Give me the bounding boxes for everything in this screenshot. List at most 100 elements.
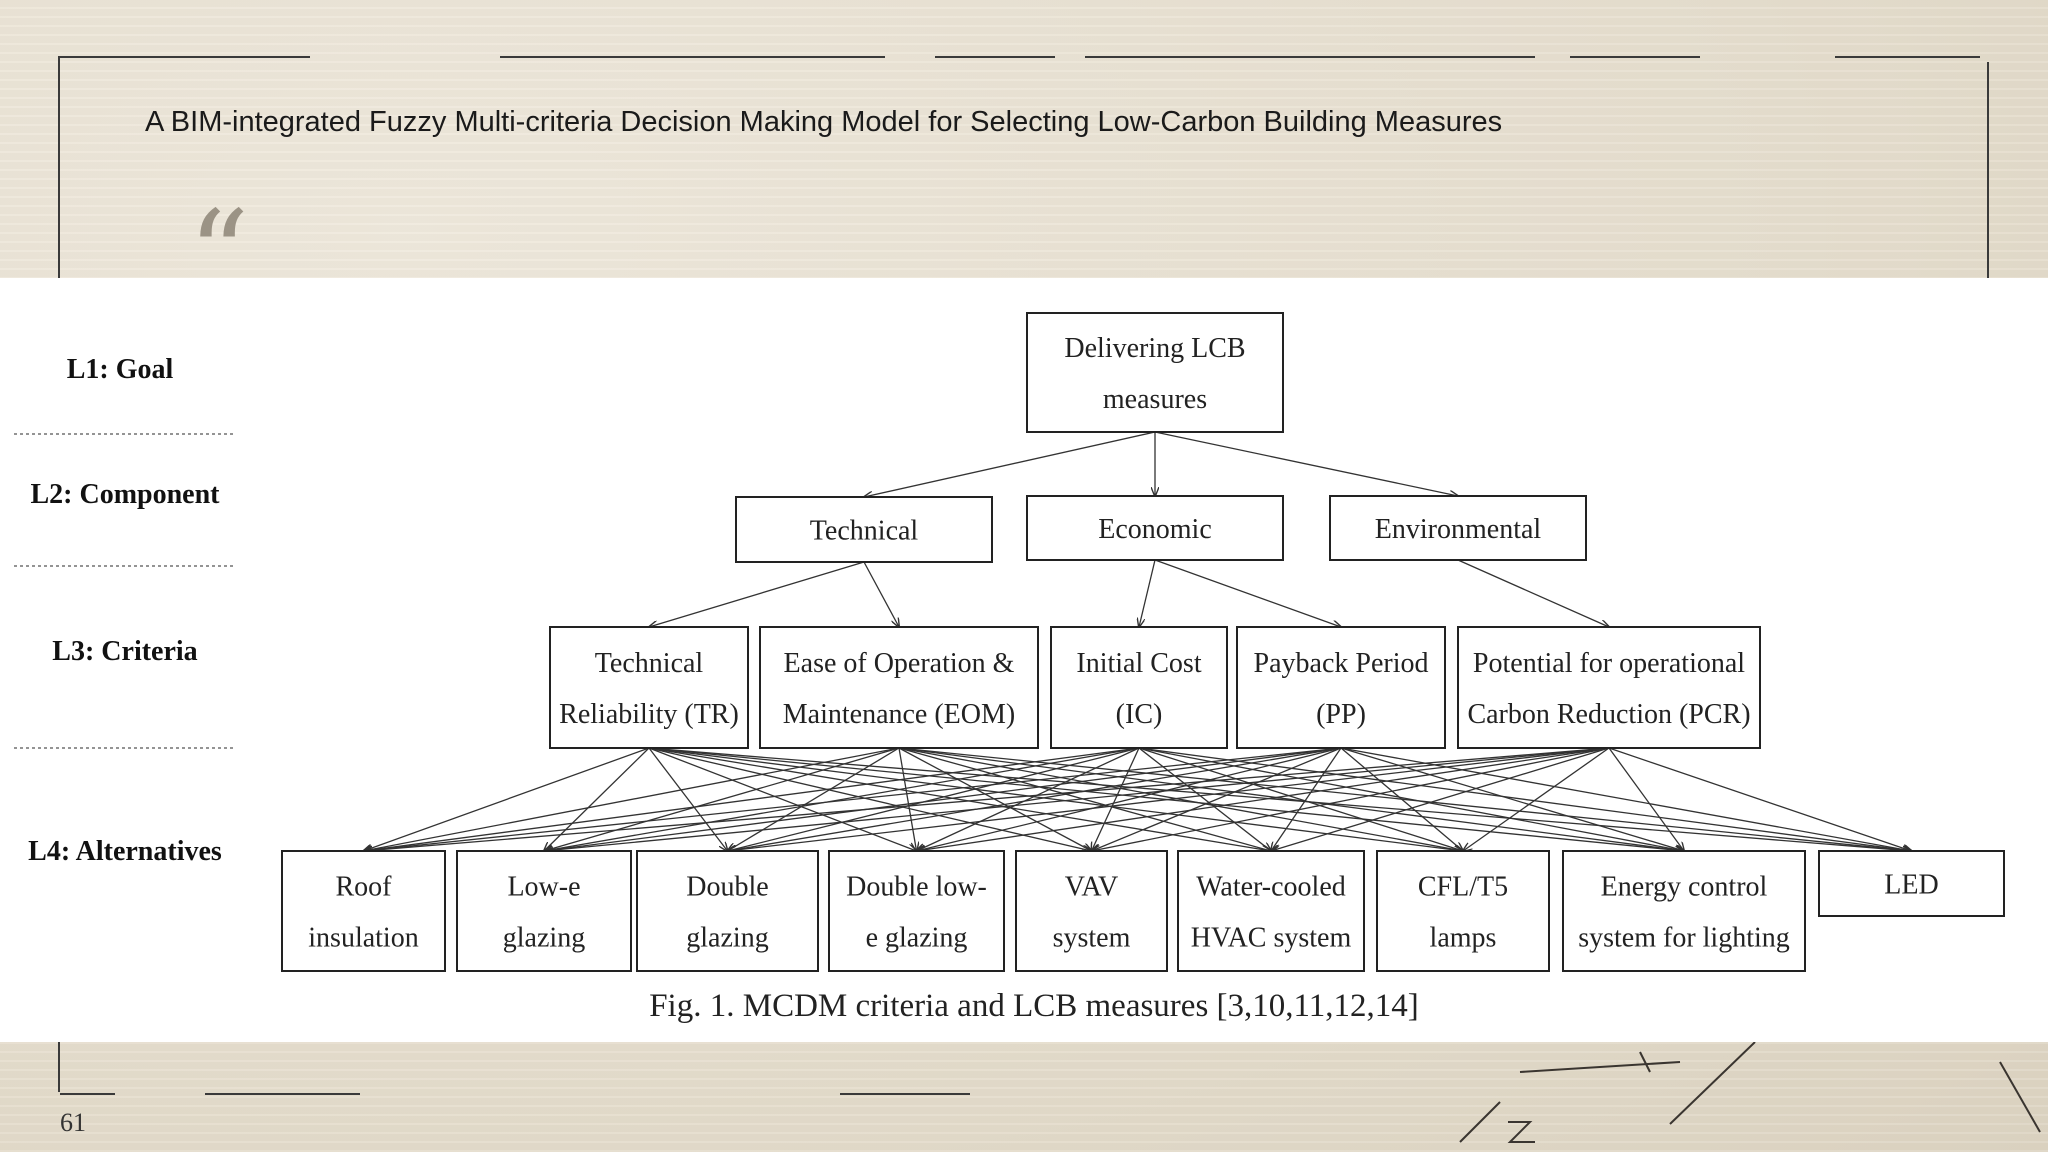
criterion-node: Initial Cost(IC) <box>1050 626 1228 749</box>
edge-criterion-to-alternative <box>544 747 1342 851</box>
frame-top-line-5 <box>1570 56 1700 58</box>
edge-criterion-to-alternative <box>1608 747 1912 851</box>
component-node-label: Environmental <box>1375 514 1542 545</box>
edge-criterion-to-alternative <box>728 747 1140 851</box>
alternative-node-label: Double <box>686 872 768 903</box>
edges-group <box>364 431 1912 851</box>
alternative-node-label: CFL/T5 <box>1418 872 1508 903</box>
frame-bottom-line-1 <box>60 1093 115 1095</box>
edge-criterion-to-alternative <box>648 747 728 851</box>
component-node: Economic <box>1026 495 1284 561</box>
mcdm-hierarchy-diagram: L1: Goal L2: Component L3: Criteria L4: … <box>14 312 2005 1024</box>
component-node: Environmental <box>1329 495 1587 561</box>
slide-title: A BIM-integrated Fuzzy Multi-criteria De… <box>145 106 1503 138</box>
frame-right-line <box>1987 62 1989 278</box>
criterion-node-box <box>1457 626 1761 749</box>
frame-top-line-3 <box>935 56 1055 58</box>
edge-criterion-to-alternative <box>1092 747 1140 851</box>
edge-component-to-criterion <box>863 561 899 627</box>
alternative-node-box <box>456 850 632 972</box>
alternative-node-box <box>1015 850 1168 972</box>
edge-criterion-to-alternative <box>648 747 1271 851</box>
edge-criterion-to-alternative <box>1463 747 1610 851</box>
alternative-node-label: system for lighting <box>1578 923 1790 954</box>
alternative-node-label: LED <box>1884 870 1938 901</box>
page-number: 61 <box>60 1108 86 1137</box>
alternative-node: Energy control system for lighting <box>1562 850 1806 972</box>
criterion-node-label: Ease of Operation & <box>784 648 1015 679</box>
level-label-component: L2: Component <box>30 479 220 510</box>
frame-bottom-line-2 <box>205 1093 360 1095</box>
criterion-node-box <box>1236 626 1446 749</box>
component-node-label: Technical <box>810 516 919 547</box>
criterion-node-label: Carbon Reduction (PCR) <box>1467 699 1750 730</box>
edge-criterion-to-alternative <box>898 747 1684 851</box>
component-node: Technical <box>735 496 993 563</box>
edge-goal-to-component <box>1154 431 1458 496</box>
edge-criterion-to-alternative <box>364 747 1610 851</box>
edge-criterion-to-alternative <box>898 747 917 851</box>
component-node-box <box>735 496 993 563</box>
frame-left-line <box>58 56 60 278</box>
edge-criterion-to-alternative <box>1608 747 1684 851</box>
alternative-node-label: Low-e <box>507 872 580 903</box>
edge-component-to-criterion <box>649 561 865 627</box>
edge-criterion-to-alternative <box>364 747 1140 851</box>
criterion-node-label: Technical <box>595 648 704 679</box>
edge-criterion-to-alternative <box>728 747 1610 851</box>
edge-criterion-to-alternative <box>648 747 917 851</box>
alternative-node-box <box>636 850 819 972</box>
alternative-node-label: Water-cooled <box>1196 872 1346 903</box>
criterion-node-label: Potential for operational <box>1473 648 1745 679</box>
edge-criterion-to-alternative <box>648 747 1092 851</box>
goal-node-label: Delivering LCB <box>1064 333 1245 364</box>
edge-component-to-criterion <box>1457 559 1609 627</box>
alternative-node-box <box>1562 850 1806 972</box>
edge-criterion-to-alternative <box>917 747 1610 851</box>
alternative-node-label: Roof <box>336 872 393 903</box>
sketch-decoration <box>1459 1042 2041 1143</box>
alternative-node: LED <box>1818 850 2005 917</box>
edge-component-to-criterion <box>1154 559 1341 627</box>
level-label-alternatives: L4: Alternatives <box>28 836 222 867</box>
edge-criterion-to-alternative <box>544 747 1610 851</box>
alternative-node-label: e glazing <box>866 923 968 954</box>
criterion-node-label: Reliability (TR) <box>559 699 739 730</box>
edge-criterion-to-alternative <box>1271 747 1610 851</box>
frame-left-line-bottom <box>58 1042 60 1092</box>
alternative-node-box <box>281 850 446 972</box>
component-node-box <box>1026 495 1284 561</box>
alternative-node-label: Energy control <box>1601 872 1768 903</box>
edge-criterion-to-alternative <box>1138 747 1684 851</box>
edge-criterion-to-alternative <box>364 747 650 851</box>
alternative-node-label: lamps <box>1430 923 1497 954</box>
frame-top-line-2 <box>500 56 885 58</box>
goal-node-label: measures <box>1103 384 1207 415</box>
criterion-node-box <box>549 626 749 749</box>
goal-node: Delivering LCB measures <box>1026 312 1284 433</box>
edge-criterion-to-alternative <box>1138 747 1271 851</box>
frame-bottom-line-3 <box>840 1093 970 1095</box>
alternative-node-box <box>1376 850 1550 972</box>
criterion-node-label: Maintenance (EOM) <box>783 699 1015 730</box>
edge-criterion-to-alternative <box>364 747 900 851</box>
criterion-node-box <box>1050 626 1228 749</box>
criterion-node-box <box>759 626 1039 749</box>
alternative-node-box <box>1177 850 1365 972</box>
level-label-goal: L1: Goal <box>67 354 174 385</box>
edge-criterion-to-alternative <box>917 747 1140 851</box>
goal-node-box <box>1026 312 1284 433</box>
alternative-node-box <box>1818 850 2005 917</box>
figure-panel: L1: Goal L2: Component L3: Criteria L4: … <box>0 278 2048 1042</box>
alternative-node-box <box>828 850 1005 972</box>
frame-top-line-6 <box>1835 56 1980 58</box>
alternative-node: Double low-e glazing <box>828 850 1005 972</box>
criterion-node: Ease of Operation & Maintenance (EOM) <box>759 626 1039 749</box>
frame-top-line-4 <box>1085 56 1535 58</box>
